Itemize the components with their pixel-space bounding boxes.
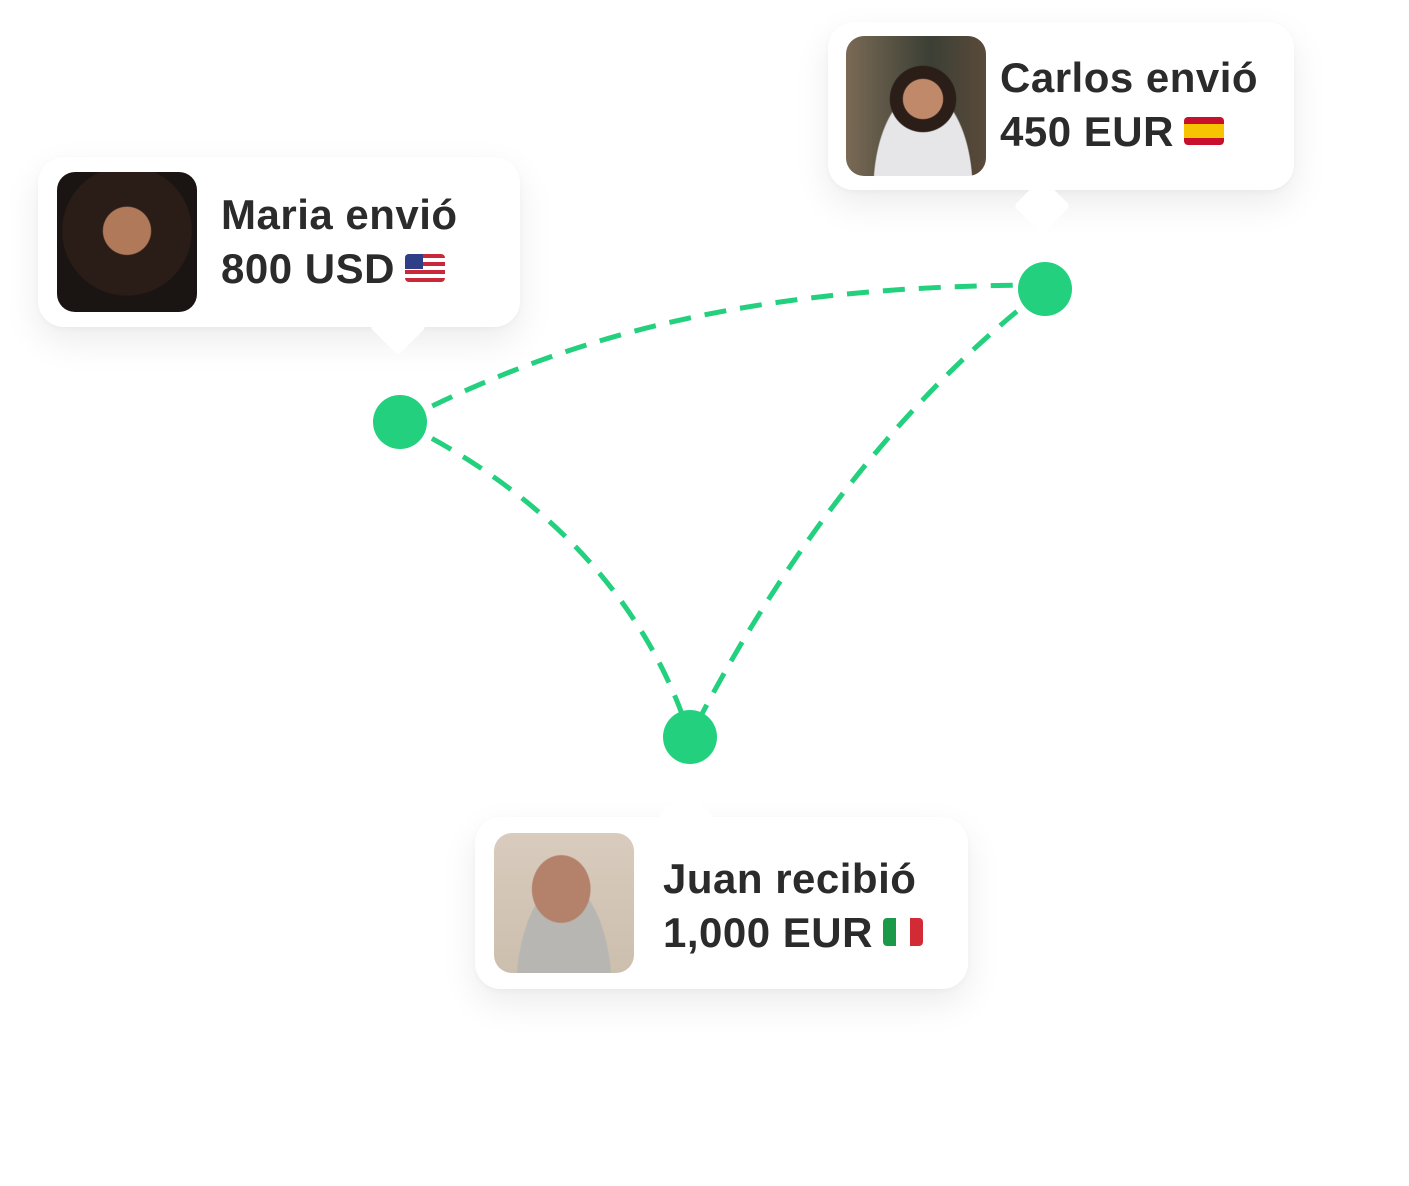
card-title: Carlos envió (1000, 54, 1259, 101)
avatar-carlos (846, 36, 986, 176)
card-amount: 800 USD (221, 245, 395, 292)
node-carlos (1018, 262, 1072, 316)
card-amount: 1,000 EUR (663, 909, 873, 956)
sender-card-carlos: Carlos envió 450 EUR (828, 22, 1294, 235)
receiver-card-juan: Juan recibió 1,000 EUR (475, 788, 968, 989)
us-flag-icon (404, 253, 445, 282)
spain-flag-icon (1183, 116, 1224, 145)
avatar-juan (494, 833, 634, 973)
italy-flag-icon (882, 917, 923, 946)
node-maria (373, 395, 427, 449)
node-juan (663, 710, 717, 764)
card-amount: 450 EUR (1000, 108, 1174, 155)
card-title: Maria envió (221, 191, 458, 238)
connection-maria-carlos (398, 282, 1046, 425)
card-title: Juan recibió (663, 855, 917, 902)
connection-maria-juan (398, 419, 693, 738)
avatar-maria (57, 172, 197, 312)
connection-carlos-juan (687, 287, 1047, 739)
sender-card-maria: Maria envió 800 USD (38, 157, 520, 356)
